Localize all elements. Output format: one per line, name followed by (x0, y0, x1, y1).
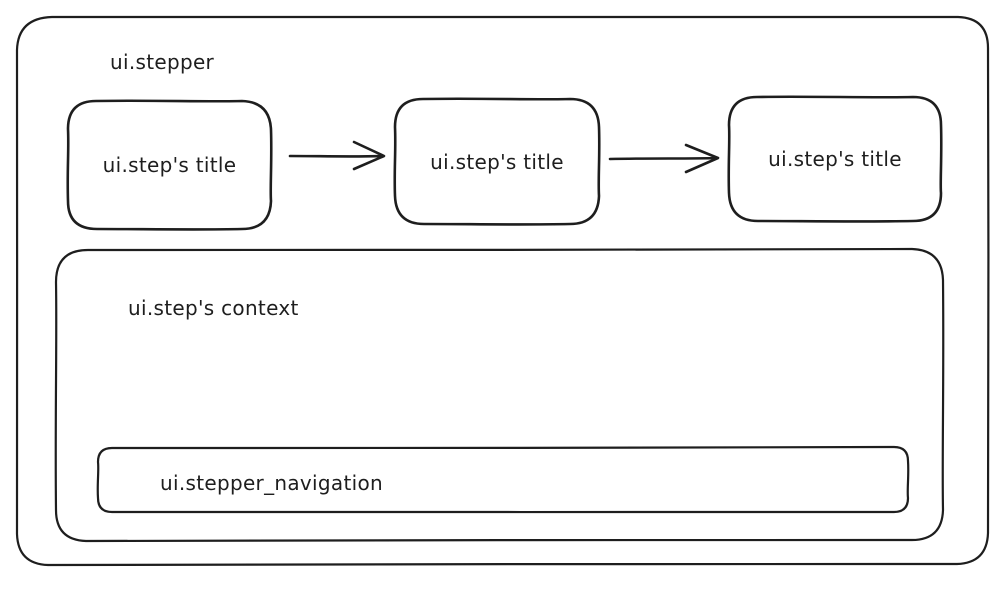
navigation-label: ui.stepper_navigation (160, 471, 383, 495)
context-label: ui.step's context (128, 296, 299, 320)
arrow-2-head (684, 143, 720, 174)
step-2-title: ui.step's title (430, 149, 564, 174)
step-3: ui.step's title (729, 97, 941, 221)
step-1-title: ui.step's title (102, 153, 237, 177)
stepper-label: ui.stepper (110, 50, 215, 74)
navigation-container (96, 445, 910, 514)
stepper-container (15, 15, 990, 567)
context-container (54, 247, 945, 543)
step-box-2 (393, 97, 601, 226)
step-box-3 (727, 95, 943, 223)
step-box-1 (66, 99, 273, 231)
step-1: ui.step's title (68, 101, 271, 229)
arrow-2-line (608, 156, 719, 161)
step-3-title: ui.step's title (768, 147, 902, 171)
arrow-1-head (352, 140, 386, 171)
step-2: ui.step's title (395, 99, 599, 224)
